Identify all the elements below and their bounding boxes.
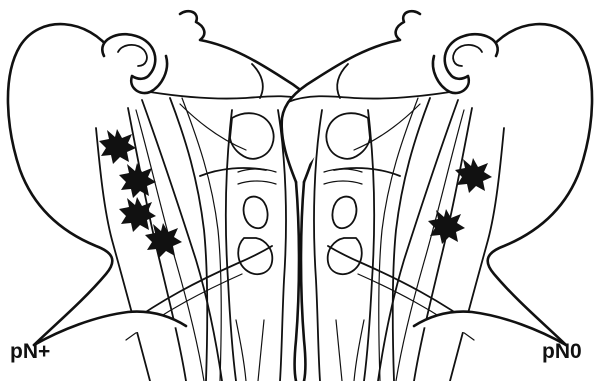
- right-neck-front: [295, 182, 300, 381]
- right-larynx: [326, 113, 370, 159]
- right-scm-back: [414, 108, 472, 381]
- right-hyoid: [334, 168, 400, 176]
- label-pn-negative: pN0: [542, 341, 582, 362]
- left-cricoid: [238, 169, 276, 184]
- left-head-outline: [8, 24, 112, 345]
- label-pn-positive: pN+: [10, 341, 50, 362]
- right-ear: [433, 34, 498, 93]
- star-burst-icon: [145, 223, 182, 258]
- right-lymph-nodes: [428, 158, 492, 244]
- left-hyoid: [200, 168, 266, 176]
- right-thyroid-lobe: [332, 197, 356, 229]
- star-burst-icon: [99, 129, 136, 164]
- left-larynx: [230, 113, 274, 159]
- right-sternal-line: [336, 320, 364, 381]
- right-head-outline: [488, 24, 592, 345]
- right-trachea-left: [364, 110, 374, 381]
- star-burst-icon: [428, 209, 465, 244]
- right-cricoid: [324, 169, 362, 184]
- left-sternal-line: [236, 320, 264, 381]
- star-burst-icon: [119, 197, 156, 232]
- right-neck-illustration: [282, 11, 592, 381]
- star-burst-icon: [119, 163, 156, 198]
- left-trachea-left: [226, 110, 236, 381]
- right-scm-inner: [396, 110, 464, 381]
- left-thyroid-lobe: [244, 197, 268, 229]
- left-neck-illustration: [8, 11, 318, 381]
- left-ear: [102, 34, 167, 93]
- left-neck-front: [301, 182, 306, 381]
